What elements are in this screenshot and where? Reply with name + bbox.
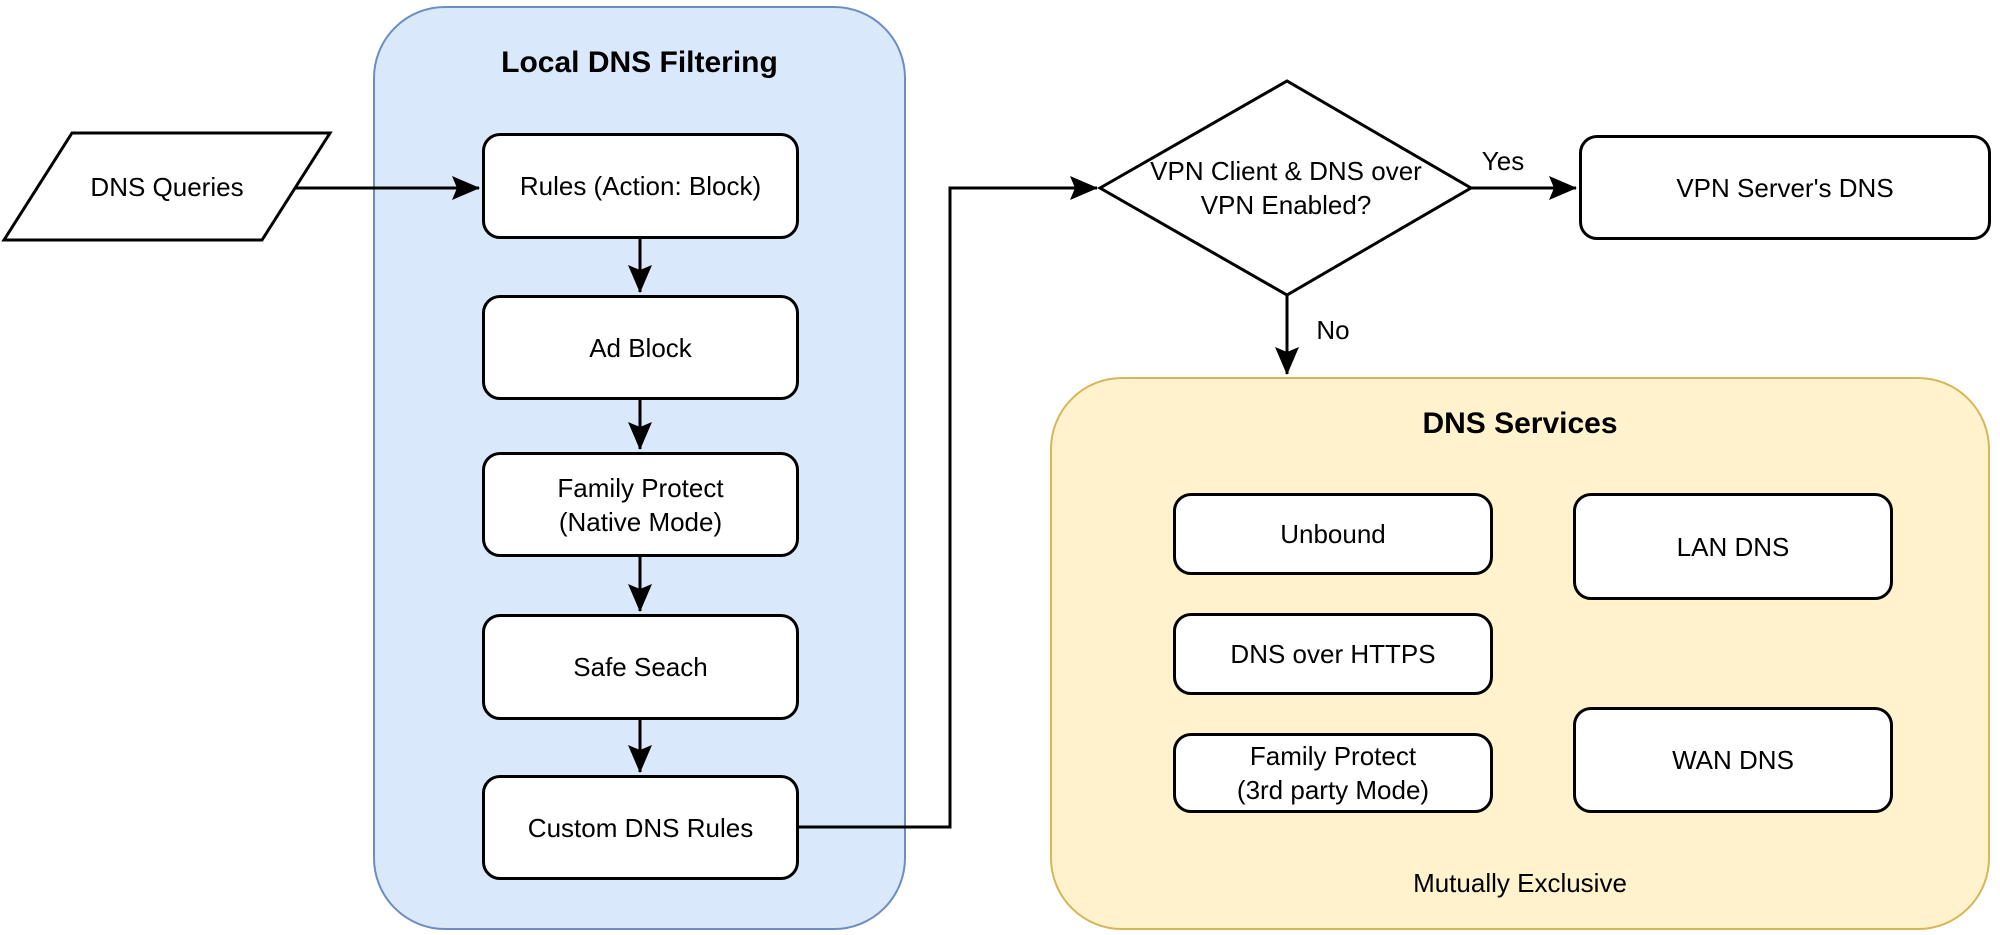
no-edge-label: No — [1316, 315, 1350, 345]
node-rules-action-block: Rules (Action: Block) — [482, 133, 799, 239]
node-family-protect-native: Family Protect (Native Mode) — [482, 452, 799, 557]
dns-queries-parallelogram — [1, 131, 333, 242]
node-safe-search: Safe Seach — [482, 614, 799, 720]
node-custom-dns-rules: Custom DNS Rules — [482, 775, 799, 880]
node-family-protect-3rd-party: Family Protect (3rd party Mode) — [1173, 733, 1493, 813]
mutually-exclusive-note: Mutually Exclusive — [1413, 868, 1627, 898]
yes-edge-label: Yes — [1481, 146, 1525, 176]
local-dns-filtering-title: Local DNS Filtering — [501, 46, 778, 79]
node-lan-dns: LAN DNS — [1573, 493, 1893, 600]
arrow-custom-rules-to-decision — [799, 176, 1098, 829]
decision-label: VPN Client & DNS over VPN Enabled? — [1150, 156, 1422, 220]
dns-services-title: DNS Services — [1422, 407, 1618, 440]
node-unbound: Unbound — [1173, 493, 1493, 575]
node-dns-over-https: DNS over HTTPS — [1173, 613, 1493, 695]
dns-queries-label: DNS Queries — [90, 172, 244, 202]
node-ad-block: Ad Block — [482, 295, 799, 400]
node-vpn-server-dns: VPN Server's DNS — [1579, 135, 1991, 240]
node-wan-dns: WAN DNS — [1573, 707, 1893, 813]
